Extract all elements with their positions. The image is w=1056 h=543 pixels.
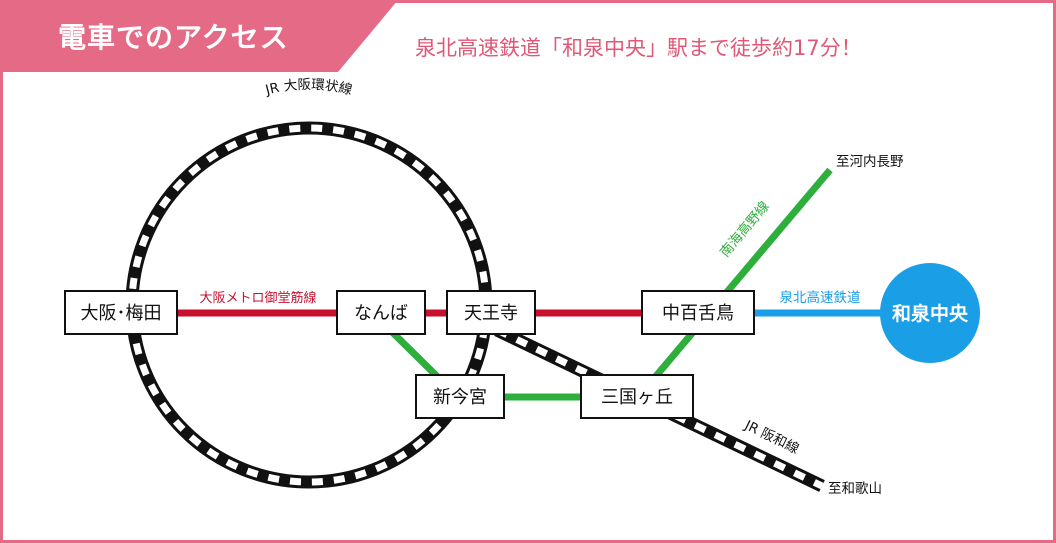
station-imamiya: 新今宮 bbox=[415, 374, 505, 419]
header-tab: 電車でのアクセス bbox=[0, 0, 398, 72]
senboku-line-label: 泉北高速鉄道 bbox=[780, 289, 861, 306]
access-headline: 泉北高速鉄道「和泉中央」駅まで徒歩約17分！ bbox=[415, 36, 862, 60]
header-tab-shape bbox=[0, 0, 398, 72]
svg-text:三国ヶ丘: 三国ヶ丘 bbox=[601, 387, 673, 408]
svg-text:大阪･梅田: 大阪･梅田 bbox=[81, 303, 162, 324]
svg-text:和泉中央: 和泉中央 bbox=[892, 302, 969, 325]
kawachinagano-destination: 至河内長野 bbox=[836, 154, 904, 170]
station-nakamozu: 中百舌鳥 bbox=[641, 290, 755, 335]
svg-text:天王寺: 天王寺 bbox=[464, 303, 518, 324]
wakayama-destination: 至和歌山 bbox=[828, 481, 882, 497]
station-umeda: 大阪･梅田 bbox=[64, 290, 178, 335]
svg-text:新今宮: 新今宮 bbox=[433, 387, 487, 408]
station-mikunigaoka: 三国ヶ丘 bbox=[580, 374, 694, 419]
midosuji-line-label: 大阪メトロ御堂筋線 bbox=[199, 290, 316, 306]
station-izumi-chuo: 和泉中央 bbox=[880, 263, 980, 363]
station-tennoji: 天王寺 bbox=[446, 290, 536, 335]
station-namba: なんば bbox=[336, 290, 426, 335]
page-title: 電車でのアクセス bbox=[58, 21, 289, 54]
svg-text:中百舌鳥: 中百舌鳥 bbox=[662, 303, 734, 324]
svg-text:なんば: なんば bbox=[354, 303, 408, 324]
loop-line-label: JR 大阪環状線 bbox=[263, 77, 354, 99]
